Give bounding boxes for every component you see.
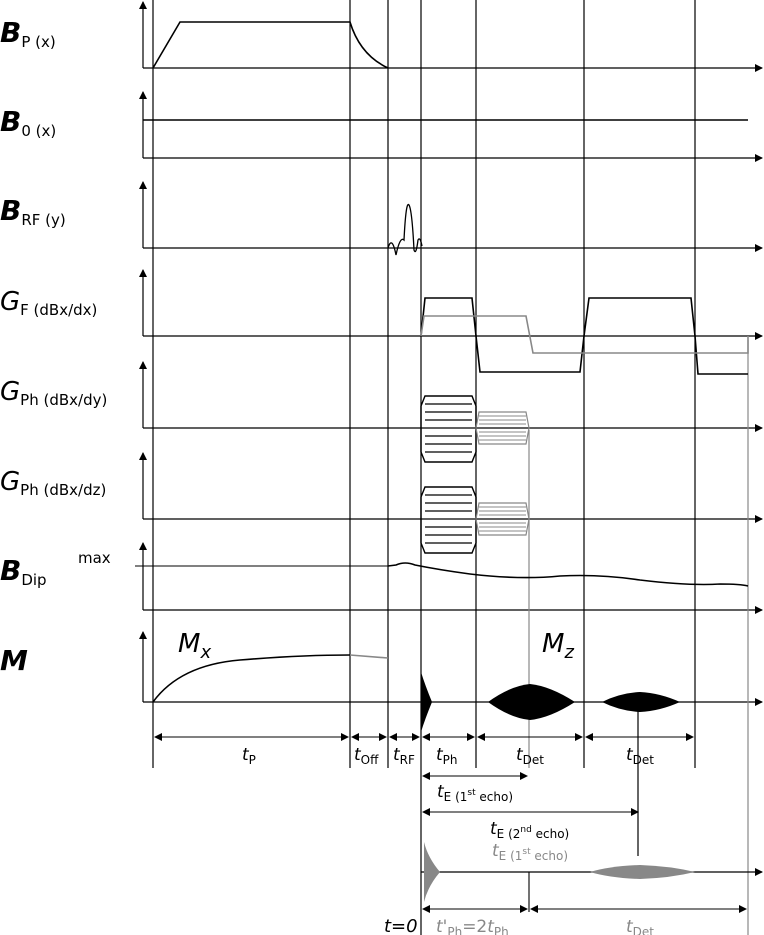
echo-arrows [422,702,639,856]
svg-text:tRF: tRF [393,745,415,767]
gf-trace-gray [420,315,749,354]
row-labels: BP (x) B0 (x) BRF (y) GF (dBx/dx) GPh (d… [0,16,111,677]
te1-gray-label: tE (1st echo) [492,841,568,863]
label-m: M [0,644,28,677]
label-mx: Mx [178,629,211,663]
label-b0: B0 (x) [0,105,56,140]
interval-labels: tP tOff tRF tPh tDet tDet [242,745,654,767]
gray-fid [424,842,440,902]
label-bp: BP (x) [0,16,56,51]
label-brf: BRF (y) [0,194,66,229]
m-off-segment [349,654,389,659]
brf-pulse [387,203,423,256]
svg-text:tDet: tDet [516,745,544,767]
bp-trace [152,21,389,69]
m-echo-2 [602,692,680,712]
m-echo-1 [488,684,575,720]
label-gph2: GPh (dBx/dz) [0,467,106,499]
label-mz: Mz [542,629,574,663]
echo-labels: tE (1st echo) tE (2nd echo) tE (1st echo… [437,782,569,863]
label-gf: GF (dBx/dx) [0,287,97,319]
gph1-block [420,395,530,463]
gf-trace-black [420,297,748,375]
gray-echo [590,865,695,879]
te2-label: tE (2nd echo) [490,819,569,841]
axes [139,1,763,706]
bottom-arrows [422,872,747,913]
label-bdip: BDip [0,554,47,589]
label-max: max [78,549,111,567]
bdip-trace [387,562,749,587]
te1-label: tE (1st echo) [437,782,513,804]
svg-text:tOff: tOff [354,745,379,767]
label-gph1: GPh (dBx/dy) [0,377,107,409]
svg-text:tPh: tPh [436,745,458,767]
label-tph-prime: t'Ph=2tPh [436,917,509,935]
timing-lines [152,0,749,935]
label-t-zero: t=0 [384,916,418,935]
label-tdet-bottom: tDet [626,917,654,935]
svg-text:tP: tP [242,745,256,767]
svg-text:tDet: tDet [626,745,654,767]
m-mx-curve [152,654,351,703]
m-fid-signal [421,672,432,732]
gph2-block [420,486,530,554]
